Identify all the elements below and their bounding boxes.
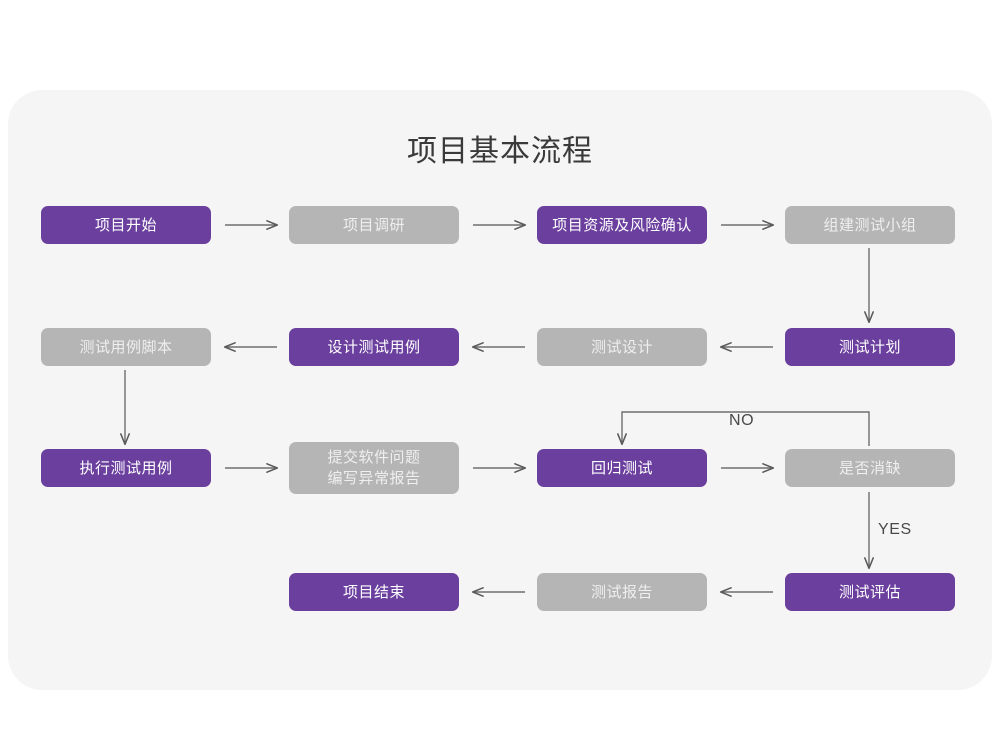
node-defect-cleared-decision[interactable]: 是否消缺 — [785, 449, 955, 487]
node-label: 执行测试用例 — [79, 458, 173, 477]
node-test-design[interactable]: 测试设计 — [537, 328, 707, 366]
node-project-research[interactable]: 项目调研 — [289, 206, 459, 244]
node-label: 测试计划 — [838, 337, 901, 356]
node-test-case-script[interactable]: 测试用例脚本 — [41, 328, 211, 366]
node-label: 测试设计 — [590, 337, 653, 356]
node-submit-issue-report[interactable]: 提交软件问题 编写异常报告 — [289, 442, 459, 494]
node-test-plan[interactable]: 测试计划 — [785, 328, 955, 366]
node-label: 回归测试 — [590, 458, 653, 477]
node-execute-test-case[interactable]: 执行测试用例 — [41, 449, 211, 487]
branch-label-no: NO — [729, 412, 755, 429]
node-design-test-case[interactable]: 设计测试用例 — [289, 328, 459, 366]
node-label: 项目开始 — [94, 215, 157, 234]
node-label: 提交软件问题 编写异常报告 — [327, 448, 421, 487]
node-test-report[interactable]: 测试报告 — [537, 573, 707, 611]
node-label: 设计测试用例 — [327, 337, 421, 356]
node-label: 测试报告 — [590, 582, 653, 601]
node-label: 项目资源及风险确认 — [552, 215, 692, 234]
node-project-end[interactable]: 项目结束 — [289, 573, 459, 611]
node-test-evaluation[interactable]: 测试评估 — [785, 573, 955, 611]
node-regression-test[interactable]: 回归测试 — [537, 449, 707, 487]
node-label: 是否消缺 — [838, 458, 901, 477]
page-title: 项目基本流程 — [407, 134, 593, 169]
node-label: 项目结束 — [342, 582, 405, 601]
node-label: 测试用例脚本 — [79, 337, 173, 356]
node-project-start[interactable]: 项目开始 — [41, 206, 211, 244]
node-label: 组建测试小组 — [823, 215, 917, 234]
node-label: 测试评估 — [838, 582, 901, 601]
branch-label-yes: YES — [878, 521, 912, 538]
node-form-test-team[interactable]: 组建测试小组 — [785, 206, 955, 244]
node-label: 项目调研 — [342, 215, 405, 234]
node-resource-risk-confirm[interactable]: 项目资源及风险确认 — [537, 206, 707, 244]
